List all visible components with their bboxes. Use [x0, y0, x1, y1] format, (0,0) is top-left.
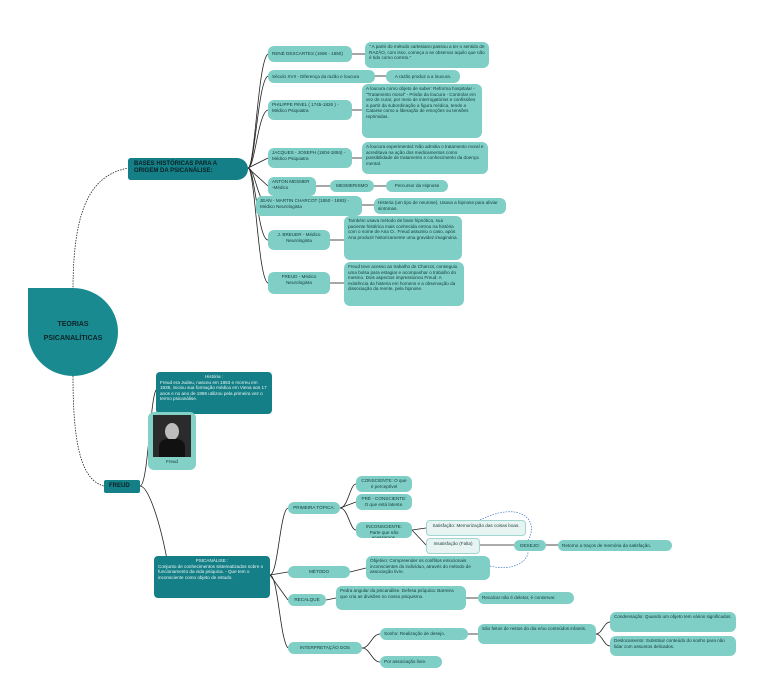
- breuer-node[interactable]: J. BREUER - Médico Neurologista: [268, 230, 330, 250]
- freud-photo: Freud: [148, 412, 196, 470]
- freud-node[interactable]: FREUD: [104, 480, 140, 493]
- pinel-detail: A loucura como objeto de saber: Reforma …: [362, 84, 482, 138]
- seculo-detail: A razão produz a a loucura.: [386, 70, 460, 83]
- satisfacao-text: Satisfação: Memorização das coisas boas.: [432, 523, 520, 528]
- root-node[interactable]: TEORIAS PSICANALÍTICAS: [28, 288, 118, 376]
- historia-title: História :: [204, 374, 224, 379]
- recalque-extra-text: Recalcar não é deletar, é conservar.: [482, 595, 556, 600]
- descartes-node[interactable]: RENÉ DESCARTES (1596 - 1650): [268, 46, 352, 62]
- inconsciente-text: INCONSCIENTE: Parte que não acessamos.: [366, 524, 402, 538]
- restos-text: São feitos de restos do dia e/ou conteúd…: [482, 626, 587, 631]
- seculo-node[interactable]: Século XVII - Diferença da razão e loucu…: [268, 70, 375, 83]
- recalque-extra: Recalcar não é deletar, é conservar.: [478, 592, 574, 604]
- charcot-node[interactable]: JEAN - MARTIN CHARCOT (1850 - 1893) - Mé…: [256, 196, 362, 216]
- freud-medico-node[interactable]: FREUD - Médico Neurologista: [268, 272, 330, 294]
- descartes-label: RENÉ DESCARTES (1596 - 1650): [272, 51, 343, 56]
- descartes-detail: " A partir do método cartesiano passou a…: [365, 42, 489, 68]
- restos-node: São feitos de restos do dia e/ou conteúd…: [478, 624, 596, 644]
- historia-node: História : Freud era Judeu, nasceu em 18…: [156, 372, 272, 414]
- mesmer-text: Percursor da Hipnose: [394, 183, 440, 188]
- retorno-text: Retorno a traços de memória da satisfaçã…: [562, 543, 652, 548]
- pinel-label: PHILIPPE PINEL ( 1745-1826 ) -Médico Psi…: [272, 102, 339, 113]
- sonhos-label: INTERPRETAÇÃO DOS SONHOS:: [300, 645, 350, 654]
- condensacao-text: Condensação: Quando um objeto tem vários…: [614, 614, 732, 619]
- mesmer-detail: Percursor da Hipnose: [386, 180, 448, 192]
- pinel-node[interactable]: PHILIPPE PINEL ( 1745-1826 ) -Médico Psi…: [268, 100, 352, 120]
- seculo-label: Século XVII - Diferença da razão e loucu…: [272, 74, 360, 79]
- root-title-line2: PSICANALÍTICAS: [43, 335, 103, 342]
- consciente-node[interactable]: CONSCIENTE: O que é perceptível: [356, 476, 412, 492]
- historia-text: Freud era Judeu, nasceu em 1853 e morreu…: [160, 379, 267, 402]
- charcot-detail: Histeria (um tipo de neurose). Usava a h…: [374, 198, 506, 214]
- freud-medico-text: Freud teve acesso ao trabalho de Charcot…: [348, 264, 458, 292]
- root-title-line1: TEORIAS: [57, 321, 89, 328]
- pre-consciente-text: PRÉ - CONSCIENTE: O que está latente.: [361, 496, 407, 507]
- charcot-text: Histeria (um tipo de neurose). Usava a h…: [378, 200, 498, 211]
- pre-consciente-node[interactable]: PRÉ - CONSCIENTE: O que está latente.: [356, 494, 412, 510]
- metodo-text: Objetivo: Compreender os conflitos emoci…: [370, 558, 471, 575]
- pinel-text: A loucura como objeto de saber: Reforma …: [366, 86, 476, 119]
- esquirol-node[interactable]: JACQUES - JOSEPH (1804-1884) - Médico Ps…: [268, 148, 352, 168]
- freud-medico-detail: Freud teve acesso ao trabalho de Charcot…: [344, 262, 464, 306]
- desejo-node[interactable]: DESEJO:: [514, 540, 546, 551]
- recalque-label: RECALQUE: [294, 597, 320, 602]
- freud-medico-label: FREUD - Médico Neurologista: [281, 274, 317, 285]
- esquirol-detail: A loucura experimental: Não admitia o tr…: [362, 142, 488, 174]
- condensacao-node: Condensação: Quando um objeto tem vários…: [610, 612, 736, 632]
- associacao-livre-text: Por associação livre.: [384, 659, 427, 664]
- satisfacao-node[interactable]: Satisfação: Memorização das coisas boas.: [426, 520, 526, 536]
- esquirol-label: JACQUES - JOSEPH (1804-1884) - Médico Ps…: [272, 150, 346, 161]
- psicanalise-text: Conjunto de conhecimentos sistematizados…: [158, 563, 264, 580]
- sonho-desejo-node[interactable]: Sonho: Realização de desejo.: [380, 628, 468, 640]
- insatisfacao-node[interactable]: Insatisfação (Falta): [426, 538, 480, 554]
- breuer-detail: Também usava método de base hipnótica, s…: [344, 216, 462, 260]
- freud-title: FREUD: [109, 483, 130, 489]
- psicanalise-node[interactable]: PSICANÁLISE : Conjunto de conhecimentos …: [154, 556, 270, 598]
- recalque-text: Pedra angular da psicanálise. Defesa psí…: [340, 588, 454, 599]
- recalque-detail: Pedra angular da psicanálise. Defesa psí…: [336, 586, 466, 610]
- deslocamento-text: Deslocamento: Substituir conteúdo do son…: [614, 638, 725, 649]
- mesmer-label: ANTON MESMER -Médico: [272, 179, 310, 190]
- inconsciente-node[interactable]: INCONSCIENTE: Parte que não acessamos.: [356, 522, 412, 538]
- metodo-node[interactable]: MÉTODO PSICANALÍTICO: [288, 566, 350, 578]
- retorno-node: Retorno a traços de memória da satisfaçã…: [558, 540, 672, 551]
- esquirol-text: A loucura experimental: Não admitia o tr…: [366, 144, 484, 166]
- primeira-topica-node[interactable]: PRIMEIRA TÓPICA:: [288, 502, 340, 514]
- bases-historicas-title: BASES HISTÓRICAS PARA A ORIGEM DA PSICAN…: [134, 161, 217, 174]
- deslocamento-node: Deslocamento: Substituir conteúdo do son…: [610, 636, 736, 656]
- recalque-node[interactable]: RECALQUE: [288, 594, 326, 606]
- breuer-label: J. BREUER - Médico Neurologista: [277, 232, 321, 243]
- mesmerismo-node[interactable]: MESMERISMO: [330, 180, 374, 192]
- metodo-detail: Objetivo: Compreender os conflitos emoci…: [366, 556, 490, 580]
- metodo-label: MÉTODO PSICANALÍTICO: [302, 569, 337, 578]
- bases-historicas-node[interactable]: BASES HISTÓRICAS PARA A ORIGEM DA PSICAN…: [128, 158, 248, 180]
- insatisfacao-text: Insatisfação (Falta): [433, 541, 473, 546]
- primeira-topica-label: PRIMEIRA TÓPICA:: [293, 505, 335, 510]
- descartes-text: " A partir do método cartesiano passou a…: [369, 44, 485, 61]
- freud-portrait-image: [153, 415, 191, 457]
- mesmer-node[interactable]: ANTON MESMER -Médico: [268, 177, 316, 196]
- seculo-text: A razão produz a a loucura.: [394, 74, 452, 79]
- mesmerismo-label: MESMERISMO: [336, 183, 368, 188]
- consciente-text: CONSCIENTE: O que é perceptível: [361, 478, 407, 489]
- breuer-text: Também usava método de base hipnótica, s…: [348, 218, 458, 240]
- desejo-label: DESEJO:: [520, 543, 540, 548]
- psicanalise-title: PSICANÁLISE :: [195, 558, 229, 563]
- sonho-desejo-text: Sonho: Realização de desejo.: [384, 631, 446, 636]
- associacao-livre-node[interactable]: Por associação livre.: [380, 656, 442, 668]
- sonhos-node[interactable]: INTERPRETAÇÃO DOS SONHOS:: [288, 642, 362, 654]
- freud-photo-caption: Freud: [165, 459, 178, 464]
- charcot-label: JEAN - MARTIN CHARCOT (1850 - 1893) - Mé…: [260, 198, 349, 209]
